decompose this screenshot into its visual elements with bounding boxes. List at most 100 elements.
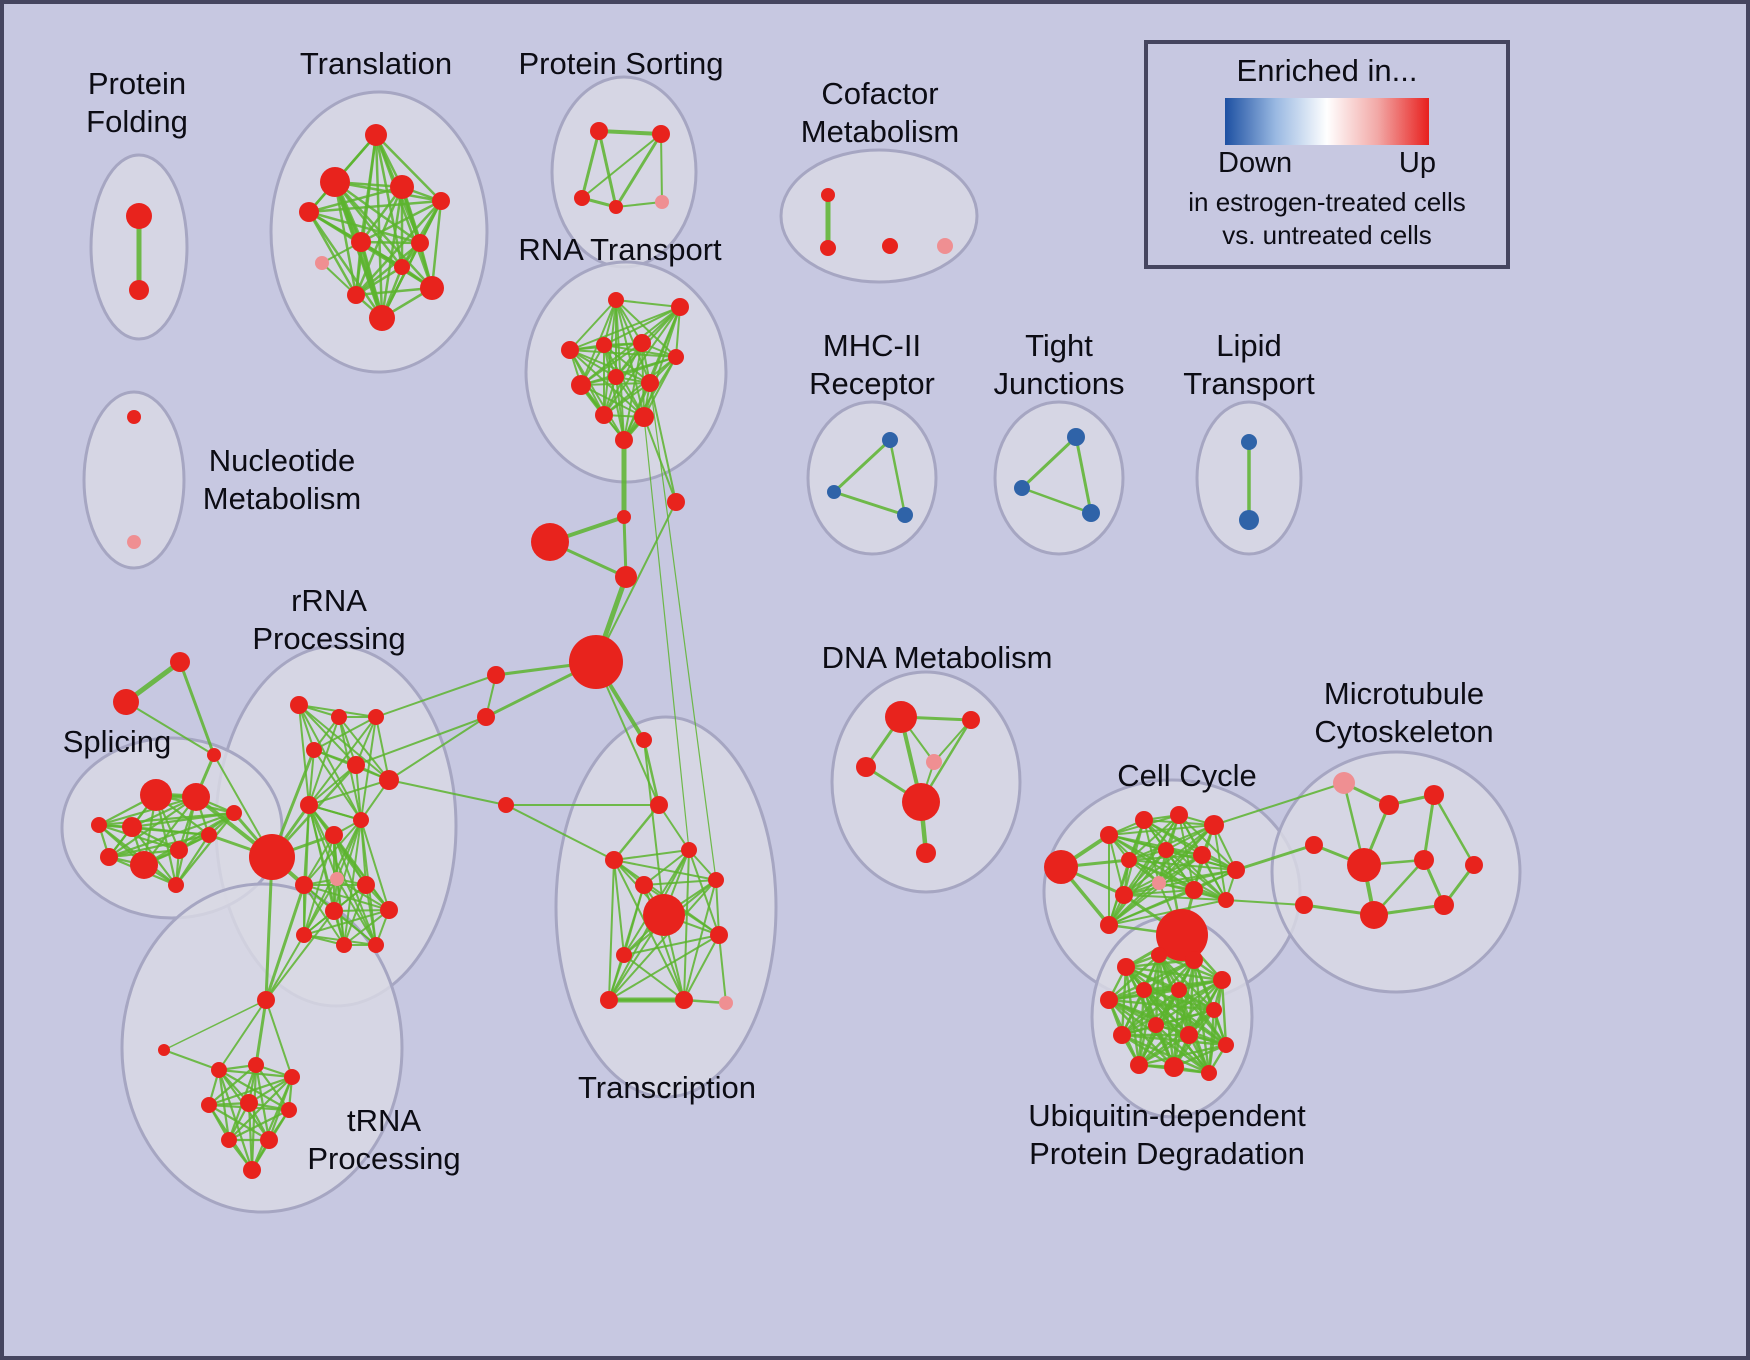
network-edge (207, 1063, 258, 1107)
network-edge (1128, 814, 1180, 861)
network-node-RT8 (608, 369, 624, 385)
network-node-TP6 (240, 1094, 258, 1112)
network-node-TR9 (616, 947, 632, 963)
network-edge (1120, 988, 1181, 1037)
network-edge (303, 819, 362, 886)
network-node-M5 (1347, 848, 1381, 882)
network-edge (142, 811, 236, 867)
cluster-label-trna-processing: Processing (307, 1141, 460, 1176)
network-edge (615, 299, 681, 308)
network-node-U2 (1151, 947, 1167, 963)
network-edge (307, 199, 443, 214)
cluster-label-tight-junctions: Junctions (994, 366, 1125, 401)
cluster-ellipse-cofactor-metabolism (779, 148, 979, 284)
network-edge (603, 344, 645, 418)
network-edge (360, 716, 377, 821)
network-node-TR11 (675, 991, 693, 1009)
network-node-SP1 (140, 779, 172, 811)
network-edge (614, 132, 663, 209)
network-edge (374, 133, 443, 203)
network-node-R3 (368, 709, 384, 725)
network-node-U11 (1180, 1026, 1198, 1044)
cluster-label-translation: Translation (300, 46, 452, 81)
network-node-T1 (365, 124, 387, 146)
cluster-label-mhc-ii-receptor: MHC-II (823, 328, 921, 363)
network-edge (227, 1108, 291, 1142)
cluster-ellipse-microtubule-cytoskeleton (1270, 750, 1522, 994)
network-edge (303, 884, 390, 911)
network-edge (1123, 849, 1167, 896)
network-edge (218, 999, 267, 1071)
network-edge (615, 201, 663, 208)
network-edge (374, 133, 434, 290)
network-node-C15 (1100, 916, 1118, 934)
legend-box: Enriched in... Down Up in estrogen-treat… (1144, 40, 1510, 269)
network-node-D5 (902, 783, 940, 821)
cluster-label-microtubule-cytoskeleton: Microtubule (1324, 676, 1484, 711)
network-node-M9 (1434, 895, 1454, 915)
network-node-U13 (1130, 1056, 1148, 1074)
network-edge (643, 416, 690, 851)
network-edge (264, 855, 274, 1002)
network-node-MH2 (827, 485, 841, 499)
network-edge (642, 738, 661, 807)
network-edge (354, 241, 422, 297)
network-edge (333, 834, 390, 911)
network-node-T8 (411, 234, 429, 252)
network-node-LP1 (1241, 434, 1257, 450)
network-edge (338, 716, 390, 781)
cluster-label-microtubule-cytoskeleton: Cytoskeleton (1314, 714, 1493, 749)
network-node-C2 (1100, 826, 1118, 844)
network-edge (375, 674, 497, 718)
cluster-ellipse-mhc-ii-receptor (806, 400, 938, 556)
network-edge (1123, 889, 1195, 896)
network-edge (660, 133, 663, 203)
network-edge (1107, 998, 1211, 1075)
network-node-TR4 (681, 842, 697, 858)
network-edge (608, 879, 717, 1001)
network-node-SP6 (170, 841, 188, 859)
network-edge (1108, 882, 1160, 926)
network-node-SP10 (91, 817, 107, 833)
network-edge (355, 764, 362, 821)
network-edge (1074, 435, 1093, 515)
network-node-R14 (357, 876, 375, 894)
network-edge (1120, 1033, 1176, 1069)
network-edge (597, 129, 663, 136)
network-node-M6 (1414, 850, 1434, 870)
legend-title: Enriched in... (1236, 53, 1418, 88)
network-node-R2 (331, 709, 347, 725)
network-node-RT10 (595, 406, 613, 424)
legend-caption-line1: in estrogen-treated cells (1188, 187, 1466, 217)
network-node-C12 (1185, 881, 1203, 899)
network-node-M1 (1333, 772, 1355, 794)
network-edge (643, 849, 690, 886)
network-edge (1108, 814, 1180, 926)
network-edge (569, 349, 651, 384)
network-node-C3 (1135, 811, 1153, 829)
network-node-C8 (1193, 846, 1211, 864)
network-node-T2 (320, 167, 350, 197)
cluster-label-rna-transport: RNA Transport (518, 232, 722, 267)
network-node-SP2 (182, 783, 210, 811)
network-node-SP7 (201, 827, 217, 843)
network-edge (313, 716, 377, 751)
network-edge (308, 716, 340, 806)
network-node-U7 (1171, 982, 1187, 998)
network-node-TJ3 (1082, 504, 1100, 522)
network-edge (580, 129, 601, 200)
network-node-LP2 (1239, 510, 1259, 530)
cluster-label-lipid-transport: Transport (1183, 366, 1315, 401)
network-node-U12 (1218, 1037, 1234, 1053)
network-edge (303, 884, 345, 946)
network-edge (933, 719, 972, 763)
network-edge (174, 811, 236, 887)
network-edge (265, 910, 335, 1001)
network-edge (354, 286, 434, 297)
network-edge (643, 739, 665, 916)
network-node-R12 (325, 902, 343, 920)
network-edge (125, 701, 215, 756)
network-edge (1020, 486, 1093, 515)
network-node-TP9 (260, 1131, 278, 1149)
network-node-TR5 (635, 876, 653, 894)
